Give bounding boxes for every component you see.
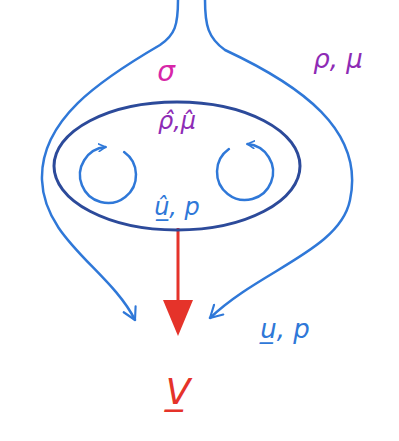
velocity-arrowhead [163,300,193,336]
drop-ellipse [54,102,300,230]
internal-vortex [217,144,273,200]
symbol-label: ρ, μ [313,43,363,77]
symbol-label: V̲ [166,369,191,416]
field-variables: ρ̂,μ̂ [158,106,196,137]
drop-outline: ρ̂,μ̂ û̲, p [52,100,302,232]
velocity-arrow [177,228,180,302]
internal-vortex [80,147,136,203]
streamline [42,0,178,320]
field-variables: û̲, p [154,192,200,223]
symbol-label: u̲, p [260,313,310,347]
symbol-label: σ [157,54,175,90]
